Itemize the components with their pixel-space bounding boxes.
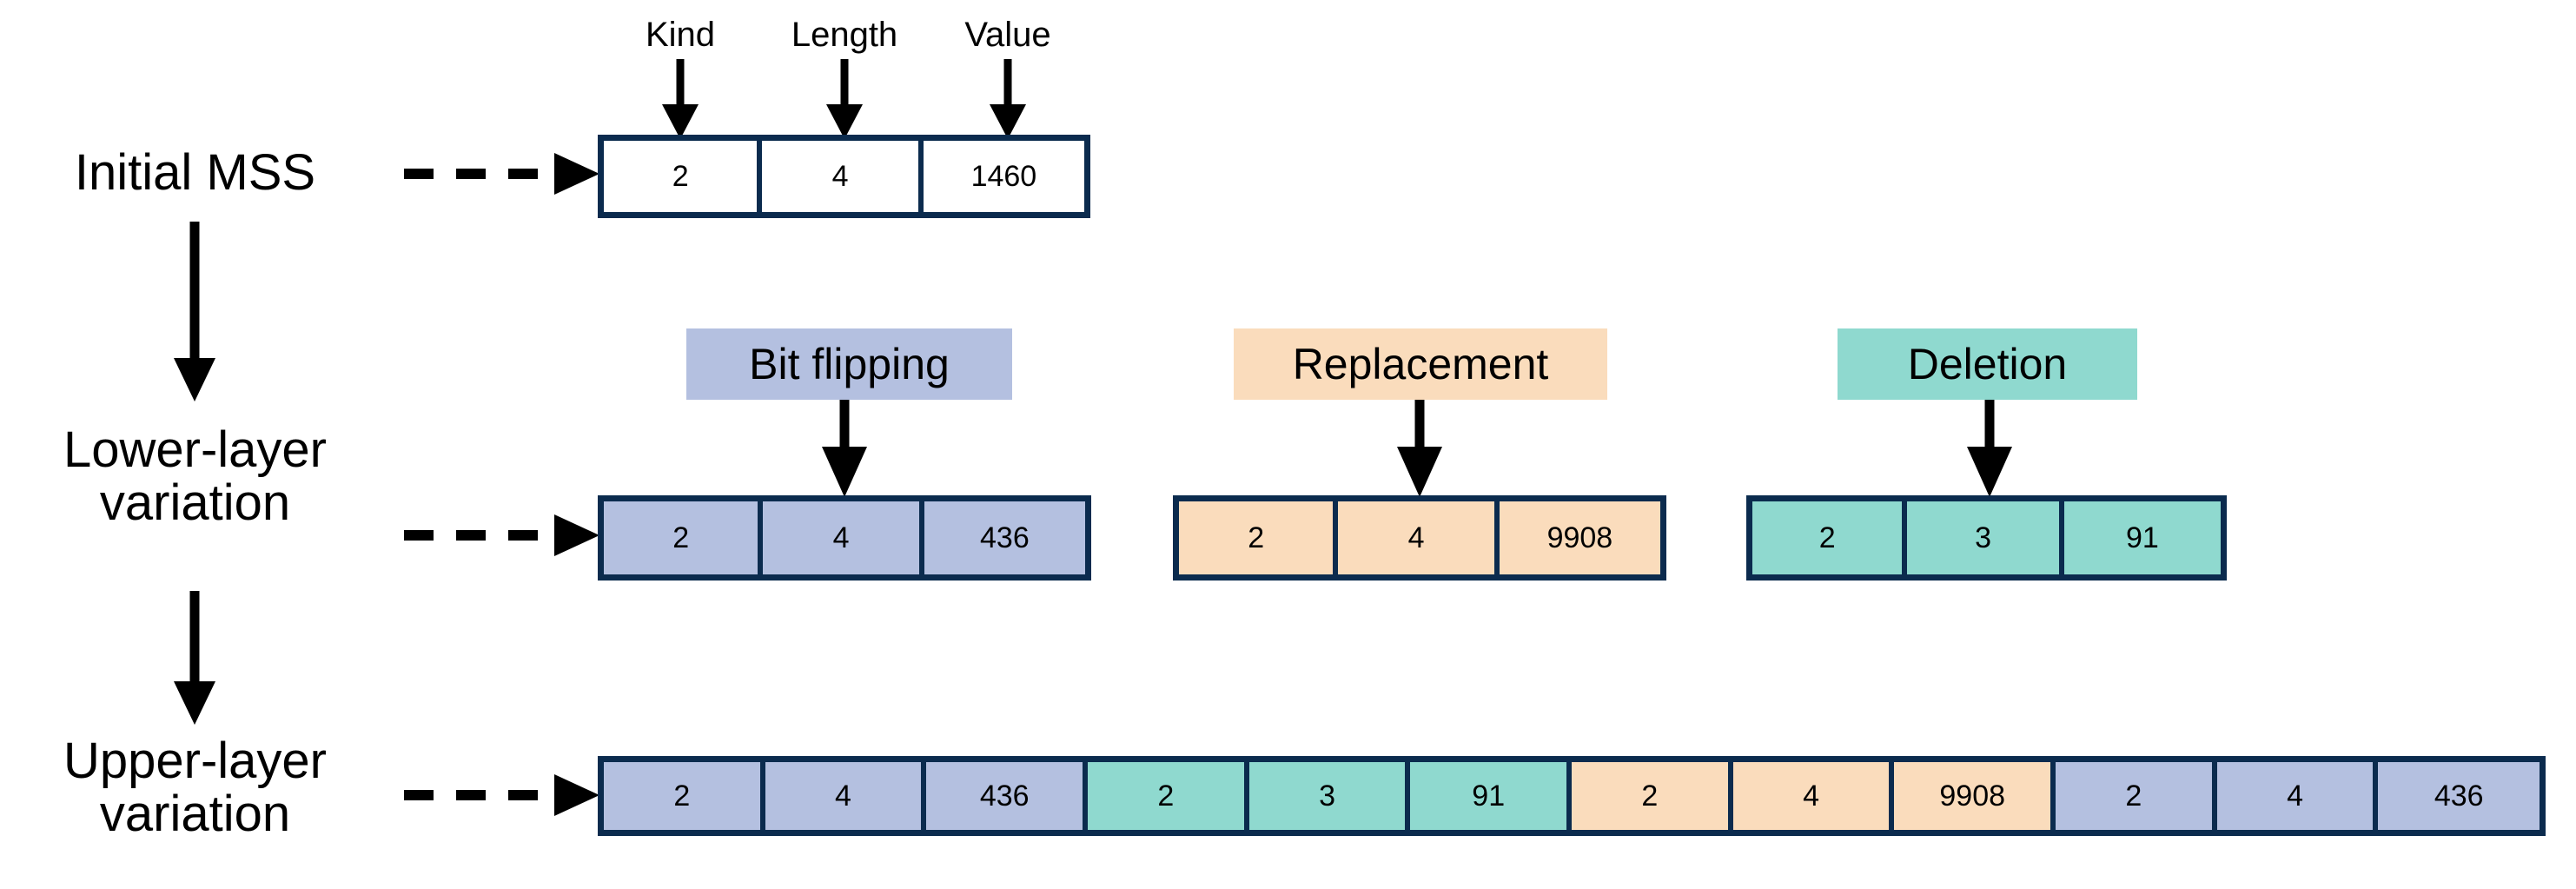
option-cell-kind: 2	[604, 501, 764, 574]
option-cell-value: 1460	[923, 141, 1084, 212]
option-cell-length: 4	[765, 762, 927, 830]
option-cell-kind: 2	[604, 141, 763, 212]
option-cell-value: 91	[1410, 762, 1573, 830]
mutation-chip-deletion: Deletion	[1838, 328, 2137, 400]
down-arrow-icon-lower-to-upper	[174, 591, 215, 725]
option-cell-kind: 2	[1752, 501, 1908, 574]
option-cell-kind: 2	[2056, 762, 2217, 830]
initial-mss-bar: 2 4 1460	[598, 135, 1090, 218]
option-cell-value: 9908	[1894, 762, 2056, 830]
option-cell-length: 3	[1907, 501, 2064, 574]
option-cell-length: 4	[2216, 762, 2379, 830]
mutation-chip-bit-flipping: Bit flipping	[686, 328, 1012, 400]
option-cell-value: 436	[2378, 762, 2540, 830]
option-cell-value: 9908	[1499, 501, 1660, 574]
lower-layer-bar-bit-flipping: 2 4 436	[598, 495, 1091, 581]
option-cell-kind: 2	[1179, 501, 1339, 574]
down-pointer-arrow-icon-kind	[662, 59, 699, 139]
field-header-length: Length	[791, 16, 898, 54]
row-label-upper-layer-variation: Upper-layer variation	[63, 733, 327, 843]
mutation-chip-replacement: Replacement	[1234, 328, 1607, 400]
field-header-value: Value	[964, 16, 1051, 54]
option-cell-kind: 2	[604, 762, 765, 830]
option-cell-value: 436	[924, 501, 1085, 574]
dashed-right-arrow-icon-row3	[404, 774, 599, 816]
down-arrow-icon-initial-to-lower	[174, 222, 215, 401]
upper-layer-bar: 2 4 436 2 3 91 2 4 9908 2 4 436	[598, 756, 2546, 836]
row-label-lower-layer-variation: Lower-layer variation	[63, 421, 327, 532]
option-cell-length: 4	[763, 501, 924, 574]
down-pointer-arrow-icon-value	[990, 59, 1026, 139]
down-pointer-arrow-icon-length	[826, 59, 863, 139]
option-cell-length: 4	[762, 141, 924, 212]
field-header-kind: Kind	[645, 16, 716, 54]
lower-layer-bar-replacement: 2 4 9908	[1173, 495, 1666, 581]
option-cell-kind: 2	[1572, 762, 1733, 830]
option-cell-length: 4	[1732, 762, 1895, 830]
dashed-right-arrow-icon-row1	[404, 153, 599, 195]
option-cell-kind: 2	[1088, 762, 1249, 830]
option-cell-value: 436	[926, 762, 1089, 830]
option-cell-length: 3	[1248, 762, 1411, 830]
dashed-right-arrow-icon-row2	[404, 514, 599, 556]
option-cell-value: 91	[2063, 501, 2222, 574]
option-cell-length: 4	[1338, 501, 1500, 574]
row-label-initial-mss: Initial MSS	[74, 144, 316, 201]
lower-layer-bar-deletion: 2 3 91	[1746, 495, 2227, 581]
